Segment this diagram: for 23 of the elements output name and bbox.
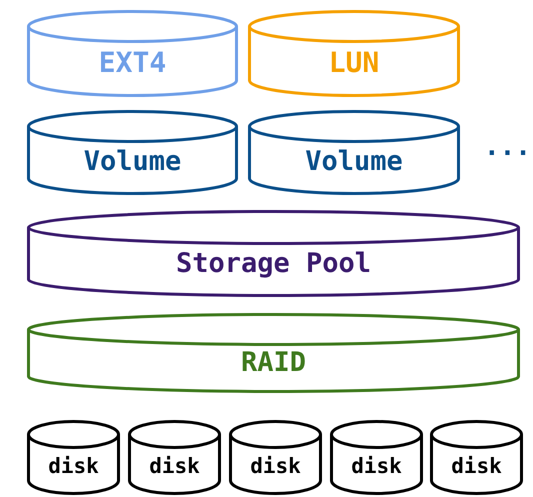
cylinder-node [128, 420, 221, 495]
cylinder-label: RAID [240, 346, 306, 378]
cylinder-node [248, 10, 460, 97]
cylinder-node [27, 420, 120, 495]
cylinder-label: disk [48, 454, 99, 478]
cylinder-node [27, 110, 238, 195]
cylinder-node [27, 10, 238, 97]
cylinder-label: disk [351, 454, 402, 478]
cylinder-label: Volume [305, 146, 403, 177]
cylinder-label: disk [451, 454, 502, 478]
cylinder-node [229, 420, 322, 495]
cylinder-label: disk [149, 454, 200, 478]
cylinder-node [430, 420, 523, 495]
ellipsis-label: ... [484, 132, 531, 162]
cylinder-label: Volume [84, 146, 182, 177]
cylinder-node [27, 313, 520, 393]
cylinder-label: Storage Pool [176, 248, 372, 278]
cylinder-node [248, 110, 460, 195]
cylinder-label: EXT4 [98, 46, 166, 79]
cylinder-node [27, 210, 520, 297]
cylinder-node [330, 420, 423, 495]
cylinder-label: disk [250, 454, 301, 478]
cylinder-label: LUN [328, 46, 380, 79]
